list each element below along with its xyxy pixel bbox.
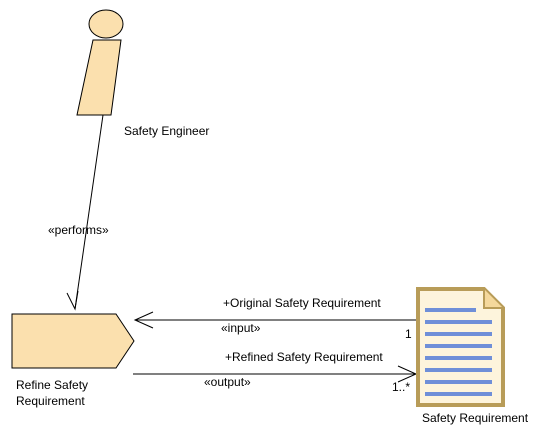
performs-stereotype-label: «performs»: [48, 223, 109, 237]
output-multiplicity-label: 1..*: [392, 380, 411, 394]
task-name-label-line2: Requirement: [16, 394, 85, 408]
performs-line: [74, 114, 104, 310]
document-text-lines: [425, 308, 492, 396]
input-association[interactable]: [133, 311, 418, 329]
input-stereotype-label: «input»: [221, 321, 261, 335]
output-stereotype-label: «output»: [204, 375, 251, 389]
role-body: [76, 39, 122, 116]
document-fold: [483, 289, 503, 309]
performs-arrowhead: [66, 290, 79, 311]
task-definition-icon[interactable]: [11, 313, 135, 369]
role-icon[interactable]: [76, 9, 124, 116]
role-head: [88, 9, 124, 39]
role-name-label: Safety Engineer: [124, 124, 210, 138]
output-association[interactable]: [133, 365, 418, 383]
artifact-name-label: Safety Requirement: [422, 411, 529, 425]
performs-association[interactable]: [66, 114, 104, 311]
work-product-document-icon[interactable]: [416, 287, 505, 407]
task-name-label-line1: Refine Safety: [16, 378, 89, 392]
task-shape: [11, 313, 135, 369]
input-arrowhead: [133, 311, 154, 329]
output-role-label: +Refined Safety Requirement: [225, 350, 383, 364]
input-multiplicity-label: 1: [405, 327, 412, 341]
input-role-label: +Original Safety Requirement: [223, 296, 381, 310]
